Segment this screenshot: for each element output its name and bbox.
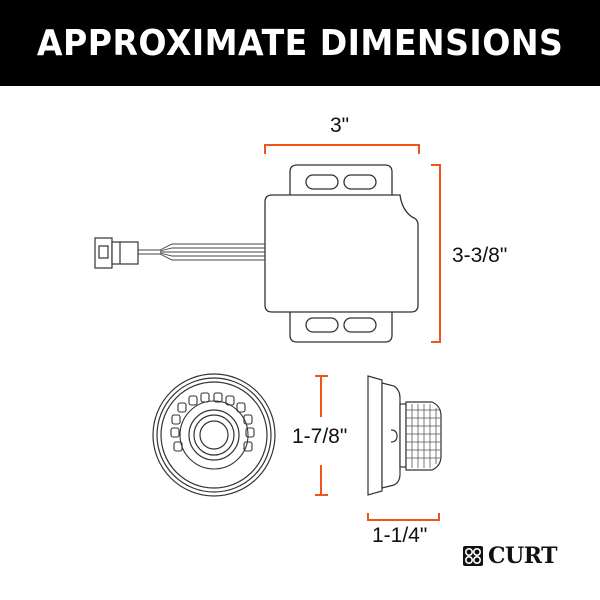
wire-harness [138, 243, 265, 261]
curt-logo-icon [463, 546, 483, 566]
brand-name: CURT [488, 543, 557, 569]
module-top-view [264, 164, 419, 343]
brand-logo: CURT [462, 543, 557, 569]
front-view-round [152, 373, 276, 497]
dimension-label-height: 3-3/8" [452, 244, 508, 267]
connector-plug [94, 237, 139, 269]
dimension-lines [264, 144, 441, 521]
side-view [367, 375, 442, 496]
dimension-label-diameter: 1-7/8" [292, 425, 348, 448]
header-title: APPROXIMATE DIMENSIONS [36, 22, 564, 64]
dimension-label-depth: 1-1/4" [372, 524, 428, 547]
dimension-label-width: 3" [330, 114, 350, 137]
header-banner: APPROXIMATE DIMENSIONS [0, 0, 600, 86]
